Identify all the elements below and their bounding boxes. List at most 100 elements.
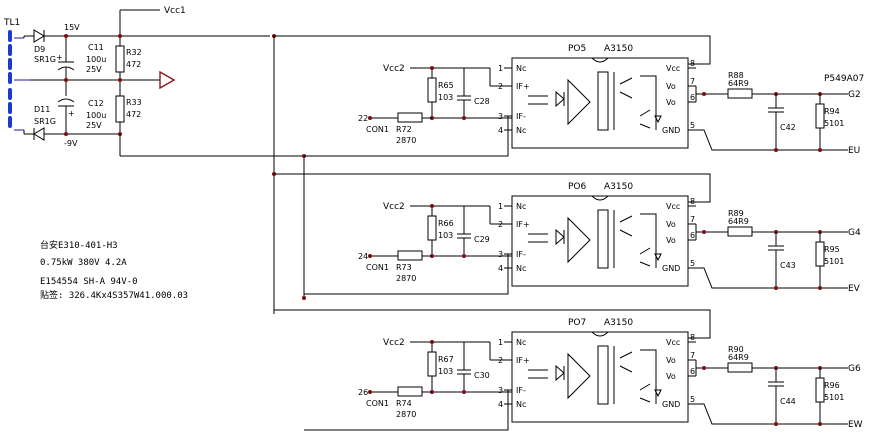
pin-label: IF+: [516, 82, 530, 91]
c12-plus: +: [68, 109, 75, 118]
ic-part: A3150: [604, 318, 633, 328]
gate-output-label: G4: [848, 228, 861, 238]
pin-number: 4: [498, 126, 503, 135]
r32-val: 472: [126, 60, 141, 69]
r-series-val: 2870: [396, 410, 416, 419]
con-pin: 22: [358, 114, 368, 123]
optocoupler-ic: [511, 195, 689, 287]
cap-output-ref: C44: [780, 397, 796, 406]
ic-ref: PO5: [568, 44, 586, 54]
cap-input-ref: C28: [474, 97, 490, 106]
pin-label: Nc: [516, 126, 526, 135]
note-line: E154554 SH-A 94V-0: [40, 277, 138, 287]
con-name: CON1: [366, 399, 389, 408]
c11-volt: 25V: [86, 65, 102, 74]
pin-number: 3: [498, 386, 503, 395]
pin-label: IF-: [516, 386, 526, 395]
pin-number: 3: [498, 250, 503, 259]
r-pulldown-val: 5101: [824, 119, 844, 128]
c12-val: 100u: [86, 111, 106, 120]
pin-number: 6: [690, 367, 695, 376]
cap-input-ref: C29: [474, 235, 490, 244]
ic-part: A3150: [604, 182, 633, 192]
pin-label: Nc: [516, 400, 526, 409]
r-pulldown-ref: R95: [824, 245, 840, 254]
r-pulldown-ref: R94: [824, 107, 840, 116]
optocoupler-ic: [511, 57, 689, 149]
pin-label: GND: [662, 126, 680, 135]
c11-ref: C11: [88, 43, 104, 52]
optocoupler-ic: [511, 331, 689, 423]
r-output-ref: R88: [728, 71, 744, 80]
r-series-ref: R72: [396, 125, 412, 134]
resistor-pulldown: [815, 103, 825, 129]
gate-output-label: G6: [848, 364, 861, 374]
pin-label: Vcc: [666, 64, 680, 73]
emitter-return-label: EV: [848, 284, 861, 294]
r-output-ref: R90: [728, 345, 744, 354]
pin-number: 5: [690, 259, 695, 268]
r-output-val: 64R9: [728, 353, 749, 362]
vneg9-label: -9V: [64, 139, 78, 148]
pin-label: IF-: [516, 112, 526, 121]
pin-label: Vo: [666, 356, 676, 365]
vcc1-label: Vcc1: [164, 6, 186, 16]
pin-number: 7: [690, 215, 695, 224]
c12-volt: 25V: [86, 121, 102, 130]
pin-label: Vcc: [666, 338, 680, 347]
pin-label: GND: [662, 400, 680, 409]
r-input-ref: R65: [438, 81, 454, 90]
r-series-val: 2870: [396, 136, 416, 145]
pin-label: IF+: [516, 356, 530, 365]
pin-number: 6: [690, 93, 695, 102]
resistor-output: [727, 362, 753, 373]
notes-block: 台安E310-401-H3 0.75kW 380V 4.2A E154554 S…: [40, 239, 188, 301]
pin-label: Vo: [666, 220, 676, 229]
pin-number: 5: [690, 121, 695, 130]
resistor-series: [397, 386, 423, 397]
con-name: CON1: [366, 125, 389, 134]
c12-ref: C12: [88, 99, 104, 108]
vcc2-label: Vcc2: [383, 338, 405, 348]
pin-number: 3: [498, 112, 503, 121]
pin-number: 7: [690, 351, 695, 360]
pin-number: 4: [498, 264, 503, 273]
note-line: 贴签: 326.4Kx4S357W41.000.03: [40, 289, 188, 301]
pin-label: IF-: [516, 250, 526, 259]
d9-part: SR1G: [34, 55, 56, 64]
pin-number: 8: [690, 333, 695, 342]
pin-number: 2: [498, 82, 503, 91]
pin-label: Nc: [516, 338, 526, 347]
r-input-val: 103: [438, 367, 453, 376]
r-output-ref: R89: [728, 209, 744, 218]
pin-label: Nc: [516, 64, 526, 73]
vcc2-label: Vcc2: [383, 202, 405, 212]
r-series-ref: R74: [396, 399, 412, 408]
resistor-pulldown: [815, 377, 825, 403]
resistor-output: [727, 226, 753, 237]
part-number-label: P549A07: [824, 74, 864, 84]
transformer-coil: [8, 30, 12, 128]
resistor-series: [397, 250, 423, 261]
pin-number: 6: [690, 231, 695, 240]
cap-output-ref: C43: [780, 261, 796, 270]
con-pin: 24: [358, 252, 368, 261]
resistor-input: [427, 351, 437, 377]
resistor-output: [727, 88, 753, 99]
note-line: 0.75kW 380V 4.2A: [40, 258, 127, 268]
c11-val: 100u: [86, 55, 106, 64]
r-output-val: 64R9: [728, 79, 749, 88]
ic-part: A3150: [604, 44, 633, 54]
pin-number: 1: [498, 338, 503, 347]
pin-number: 1: [498, 202, 503, 211]
r-output-val: 64R9: [728, 217, 749, 226]
power-supply: TL1 D9 SR1G 15V D11 SR1G -9V: [3, 6, 276, 148]
capacitor-c12: [57, 80, 75, 134]
pin-label: Vo: [666, 372, 676, 381]
r-pulldown-val: 5101: [824, 393, 844, 402]
bus-lines: [119, 36, 306, 314]
